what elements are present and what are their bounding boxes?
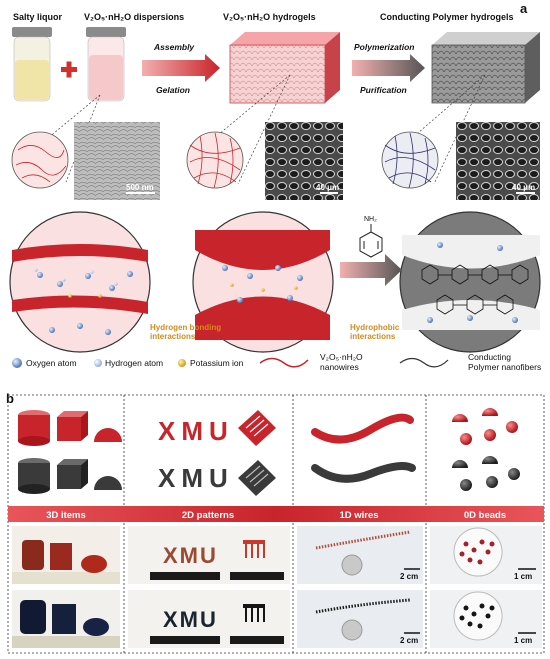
photo-1d-red xyxy=(297,526,423,584)
legend-hydrogen: Hydrogen atom xyxy=(105,358,163,368)
arrow-label-polymerization: Polymerization xyxy=(354,42,414,52)
render-3d-red xyxy=(18,410,122,446)
legend-oxygen: Oxygen atom xyxy=(26,358,77,368)
category-label-1d-wires: 1D wires xyxy=(339,510,378,521)
scale-bar-tem: 500 nm xyxy=(126,183,154,192)
arrow-polymerization-purification xyxy=(352,54,425,82)
render-1d-wire-dark xyxy=(311,462,416,483)
render-2d-comb-dark xyxy=(238,460,276,496)
arrow-label-assembly: Assembly xyxy=(153,42,195,52)
plus-icon xyxy=(61,61,77,78)
zoom-circle-grey-hydrogel xyxy=(381,131,439,189)
atoms-circle-1 xyxy=(34,268,133,335)
zoom-circle-dispersion xyxy=(11,131,69,189)
arrow-label-purification: Purification xyxy=(360,85,407,95)
red-hydrogel-block xyxy=(229,32,340,104)
render-1d-wire-red xyxy=(311,413,414,444)
vial-v2o5-dispersion xyxy=(86,27,126,102)
scale-label-1d-top: 2 cm xyxy=(400,572,418,581)
photo-3d-dark xyxy=(12,590,120,648)
panel-b-frame xyxy=(7,394,545,654)
zoom-circle-red-hydrogel xyxy=(186,131,244,189)
big-circle-grey-hydrogel xyxy=(399,211,541,353)
atoms-circle-3 xyxy=(427,242,518,323)
scale-label-1d-bottom: 2 cm xyxy=(400,636,418,645)
scale-label-0d-bottom: 1 cm xyxy=(514,636,532,645)
sem-image-red xyxy=(265,122,343,200)
nanowire-icon xyxy=(259,357,309,368)
render-2d-letters-red: XMU xyxy=(158,416,234,446)
label-v2o5-hydrogels: V₂O₅·nH₂O hydrogels xyxy=(223,12,316,22)
tem-image xyxy=(74,122,160,200)
nanofiber-icon xyxy=(399,357,449,368)
hydrogen-atom-icon xyxy=(94,359,102,367)
panel-a-label: a xyxy=(520,1,528,16)
render-2d-letters-dark: XMU xyxy=(158,463,234,493)
photo-0d-red xyxy=(430,526,542,584)
potassium-ion-icon xyxy=(178,359,186,367)
vial-salty-liquor xyxy=(12,27,52,102)
scale-bar-sem-1: 40 μm xyxy=(316,183,339,192)
grey-hydrogel-block xyxy=(431,32,540,104)
label-conducting-polymer-hydrogels: Conducting Polymer hydrogels xyxy=(380,12,514,22)
atoms-circle-2 xyxy=(222,265,303,303)
render-2d-comb-red xyxy=(238,410,276,446)
svg-text:XMU: XMU xyxy=(163,543,218,568)
category-label-2d-patterns: 2D patterns xyxy=(182,510,234,521)
arrow-aniline xyxy=(340,254,402,286)
aniline-icon xyxy=(359,224,383,258)
photo-2d-red: XMU xyxy=(128,526,290,584)
category-label-0d-beads: 0D beads xyxy=(464,510,506,521)
sem-image-grey xyxy=(456,122,540,200)
big-circle-red-hydrogel xyxy=(192,211,334,353)
photo-1d-dark xyxy=(297,590,423,648)
label-v2o5-dispersions: V₂O₅·nH₂O dispersions xyxy=(84,12,184,22)
aniline-label: NH₂ xyxy=(364,216,377,223)
label-salty-liquor: Salty liquor xyxy=(13,12,63,22)
photo-0d-dark xyxy=(430,590,542,648)
arrow-label-gelation: Gelation xyxy=(156,85,190,95)
legend-potassium: Potassium ion xyxy=(190,358,244,368)
photo-2d-dark: XMU xyxy=(128,590,290,648)
render-0d-beads-dark xyxy=(452,456,520,491)
panel-b-label: b xyxy=(6,391,14,406)
big-circle-dispersion xyxy=(9,211,151,353)
render-3d-dark xyxy=(18,458,122,494)
render-0d-beads-red xyxy=(452,408,518,445)
category-banner xyxy=(8,506,544,522)
scale-label-0d-top: 1 cm xyxy=(514,572,532,581)
svg-text:XMU: XMU xyxy=(163,607,218,632)
category-label-3d-items: 3D items xyxy=(46,510,86,521)
oxygen-atom-icon xyxy=(12,358,22,368)
scale-bar-sem-2: 40 μm xyxy=(512,183,535,192)
photo-3d-red xyxy=(12,526,120,584)
arrow-assembly-gelation xyxy=(142,54,220,82)
